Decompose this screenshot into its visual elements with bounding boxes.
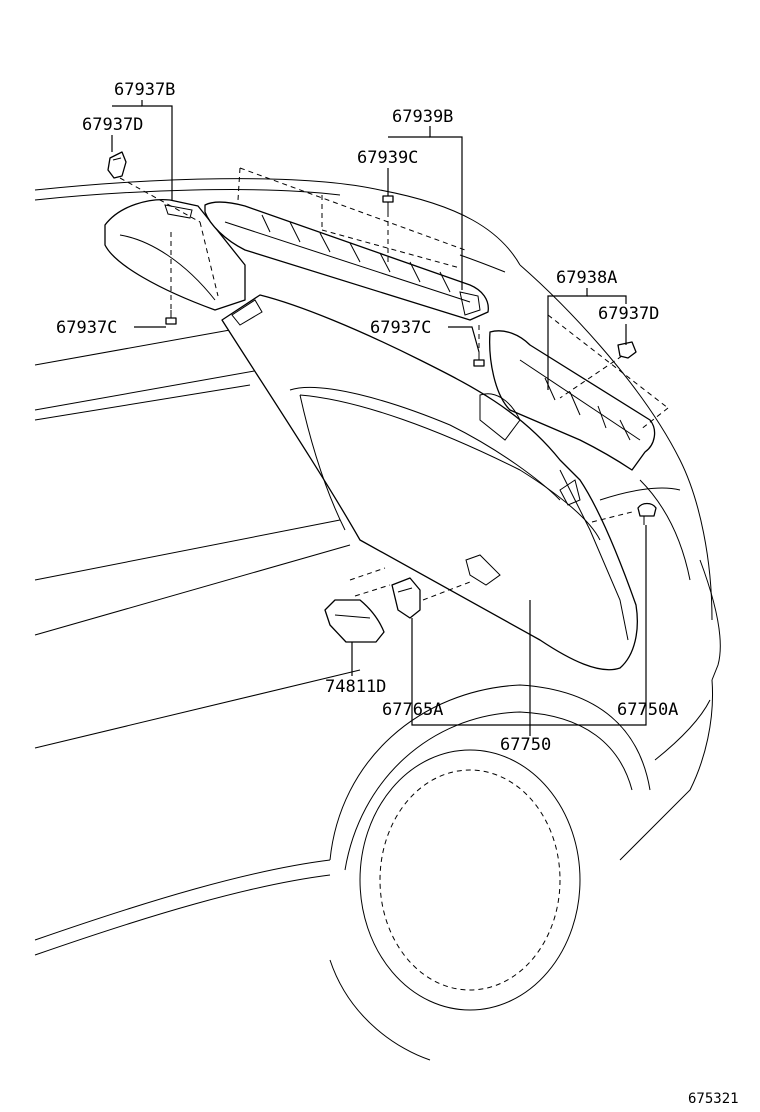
screw-67937C-mid [473, 352, 485, 367]
screw-67939C [382, 195, 394, 212]
cover-67765A [391, 577, 421, 619]
upper-left-garnish [104, 199, 246, 311]
callout-67937D-left: 67937D [82, 115, 143, 135]
callouts: 67937B 67937D 67939B 67939C 67938A 67937… [56, 80, 678, 755]
push-pin-67750A [637, 502, 657, 525]
callout-67937C-mid: 67937C [370, 318, 431, 338]
back-door-trim-board [221, 294, 638, 671]
callout-74811D: 74811D [325, 677, 386, 697]
callout-67937D-right: 67937D [598, 304, 659, 324]
clip-67937D-right [617, 341, 637, 359]
callout-67765A: 67765A [382, 700, 443, 720]
callout-67939B: 67939B [392, 107, 453, 127]
upper-center-garnish [204, 201, 489, 321]
lamp-74811D [324, 599, 385, 643]
clip-67937D-left [107, 151, 127, 179]
figure-number: 675321 [688, 1091, 739, 1107]
screw-67937C-left [165, 310, 177, 325]
callout-67938A: 67938A [556, 268, 617, 288]
leader-lines [111, 100, 647, 736]
callout-67750A: 67750A [617, 700, 678, 720]
assembly-lines [119, 167, 669, 601]
callout-67939C: 67939C [357, 148, 418, 168]
callout-67750: 67750 [500, 735, 551, 755]
vehicle-body-outline [34, 178, 721, 1061]
callout-67937B: 67937B [114, 80, 175, 100]
callout-67937C-left: 67937C [56, 318, 117, 338]
right-side-garnish [489, 330, 656, 471]
